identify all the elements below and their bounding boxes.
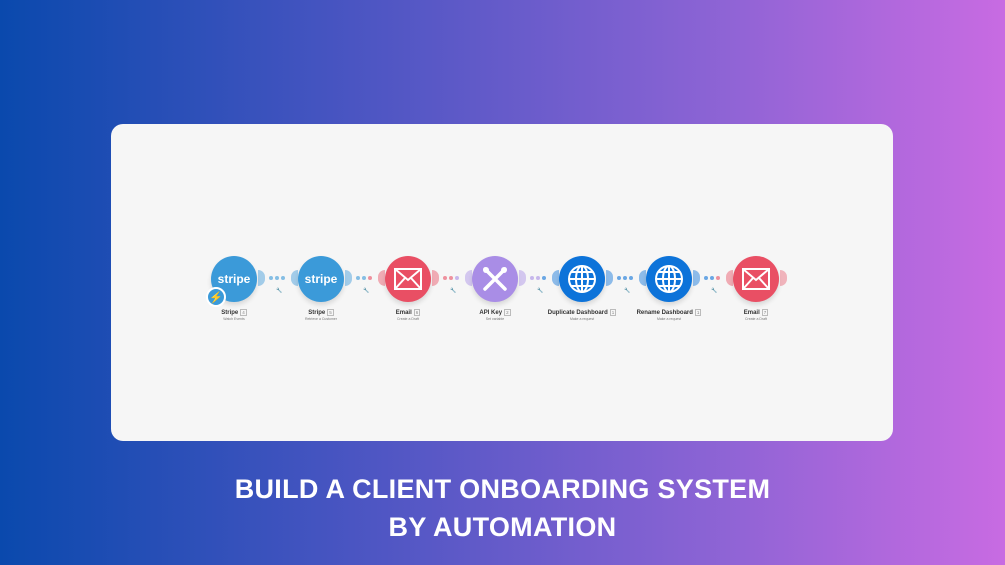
connector-dot bbox=[362, 276, 366, 280]
connector-dot bbox=[275, 276, 279, 280]
module-id-badge: 7 bbox=[761, 309, 769, 316]
connector-dot bbox=[704, 276, 708, 280]
connector-dot bbox=[542, 276, 546, 280]
module-id-badge: 1 bbox=[694, 309, 702, 316]
filter-wrench-icon[interactable]: 🔧 bbox=[276, 288, 283, 294]
connector-dot bbox=[710, 276, 714, 280]
module-action: Create a Draft bbox=[745, 317, 767, 322]
route-connector[interactable]: 🔧 bbox=[258, 270, 298, 294]
filter-wrench-icon[interactable]: 🔧 bbox=[537, 288, 544, 294]
connector-dot bbox=[449, 276, 453, 280]
filter-wrench-icon[interactable]: 🔧 bbox=[711, 288, 718, 294]
envelope-icon[interactable] bbox=[733, 256, 779, 302]
route-connector[interactable]: 🔧 bbox=[519, 270, 559, 294]
route-connector[interactable]: 🔧 bbox=[606, 270, 646, 294]
connector-dot bbox=[455, 276, 459, 280]
module-name: Stripe bbox=[221, 310, 239, 317]
add-module-handle[interactable] bbox=[780, 270, 787, 286]
route-connector[interactable]: 🔧 bbox=[345, 270, 385, 294]
globe-icon[interactable] bbox=[646, 256, 692, 302]
module-name: Stripe bbox=[308, 310, 326, 317]
connector-dot bbox=[281, 276, 285, 280]
connector-dot bbox=[629, 276, 633, 280]
filter-wrench-icon[interactable]: 🔧 bbox=[363, 288, 370, 294]
module-action: Create a Draft bbox=[397, 317, 419, 322]
filter-wrench-icon[interactable]: 🔧 bbox=[450, 288, 457, 294]
route-connector[interactable]: 🔧 bbox=[693, 270, 733, 294]
module-name: Duplicate Dashboard bbox=[547, 310, 608, 317]
connector-dot bbox=[443, 276, 447, 280]
connector-dot bbox=[716, 276, 720, 280]
module-action: Watch Events bbox=[223, 317, 245, 322]
connector-dot bbox=[623, 276, 627, 280]
route-connector[interactable]: 🔧 bbox=[432, 270, 472, 294]
module-id-badge: 4 bbox=[240, 309, 247, 316]
stripe-logo-icon[interactable]: stripe bbox=[298, 256, 344, 302]
envelope-icon[interactable] bbox=[385, 256, 431, 302]
module-id-badge: 1 bbox=[609, 309, 617, 316]
connector-dot bbox=[368, 276, 372, 280]
stripe-logo-text: stripe bbox=[304, 272, 338, 286]
module-action: Make a request bbox=[656, 317, 682, 322]
headline-line-1: BUILD A CLIENT ONBOARDING SYSTEM bbox=[234, 474, 771, 504]
module-id-badge: 6 bbox=[413, 309, 421, 316]
connector-dot bbox=[269, 276, 273, 280]
connector-dot bbox=[530, 276, 534, 280]
module-action: Set variable bbox=[485, 317, 505, 322]
stripe-logo-text: stripe bbox=[217, 272, 251, 286]
stripe-logo-icon[interactable]: stripe⚡ bbox=[206, 256, 257, 307]
connector-dot bbox=[617, 276, 621, 280]
connector-dot bbox=[356, 276, 360, 280]
headline: BUILD A CLIENT ONBOARDING SYSTEM BY AUTO… bbox=[0, 470, 1005, 546]
module-action: Make a request bbox=[569, 317, 595, 322]
module-name: Email bbox=[743, 310, 760, 317]
module-id-badge: 2 bbox=[504, 309, 511, 316]
instant-trigger-icon: ⚡ bbox=[206, 287, 226, 307]
module-name: Email bbox=[395, 310, 412, 317]
connector-dot bbox=[536, 276, 540, 280]
module-name: Rename Dashboard bbox=[636, 310, 693, 317]
module-action: Retrieve a Customer bbox=[304, 317, 338, 322]
module-id-badge: 5 bbox=[327, 309, 334, 316]
headline-line-2: BY AUTOMATION bbox=[388, 512, 617, 542]
globe-icon[interactable] bbox=[559, 256, 605, 302]
module-name: API Key bbox=[479, 310, 503, 317]
filter-wrench-icon[interactable]: 🔧 bbox=[624, 288, 631, 294]
tools-icon[interactable] bbox=[472, 256, 518, 302]
